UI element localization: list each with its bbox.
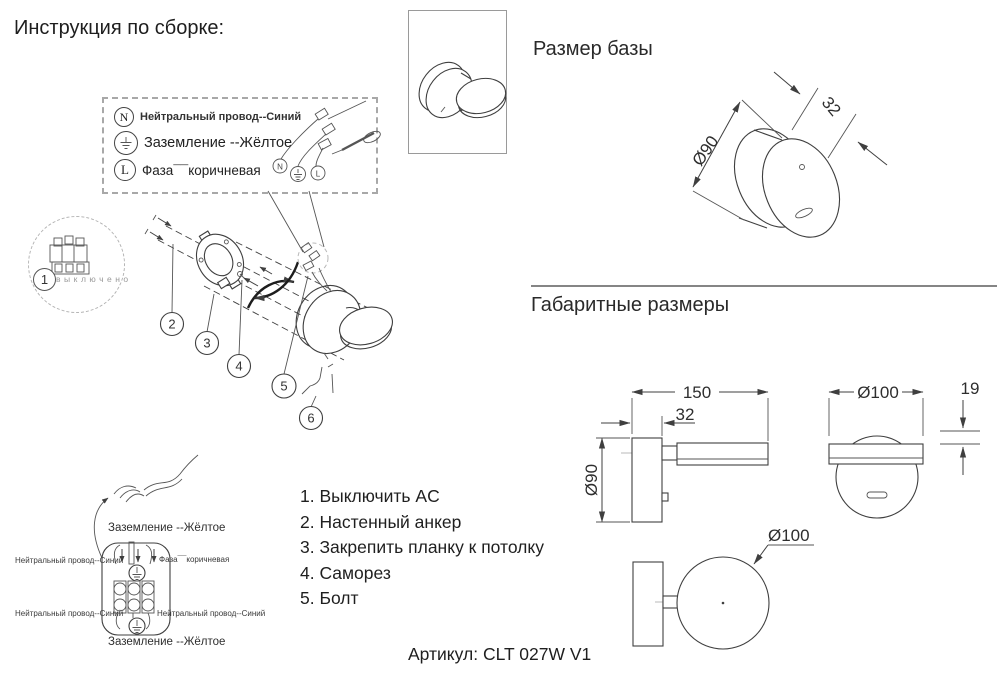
breaker-step-circle: 1 выключено (28, 216, 128, 313)
neutral-symbol: N (114, 107, 134, 127)
base-size-drawing: Ø90 32 (688, 71, 888, 238)
step-item-1: 1. Выключить AC (300, 486, 440, 506)
callout-6: 6 (307, 411, 314, 426)
legend-wires-drawing: N L (272, 100, 381, 182)
terminal-bottom-left-label: Нейтральный провод--Синий (15, 609, 124, 618)
base-diameter-dim: Ø90 (688, 132, 722, 169)
section-divider (531, 285, 997, 287)
legend-row-neutral: N Нейтральный провод--Синий (114, 107, 301, 127)
legend-row-phase: L Фаза¯¯коричневая (114, 159, 261, 181)
base-depth-dim: 32 (818, 93, 845, 120)
side-depth-dim: 32 (676, 405, 695, 424)
callout-4: 4 (235, 359, 242, 374)
terminal-block-drawing (93, 454, 199, 636)
top-diameter-dim: Ø100 (768, 526, 810, 545)
product-lamp-drawing (418, 61, 507, 119)
terminal-top-label: Заземление --Жёлтое (108, 522, 226, 534)
page-title: Инструкция по сборке: (14, 17, 225, 39)
phase-symbol: L (114, 159, 136, 181)
side-length-dim: 150 (683, 383, 711, 402)
step-item-5: 5. Болт (300, 588, 359, 608)
step-item-4: 4. Саморез (300, 562, 391, 583)
svg-text:N: N (277, 163, 283, 172)
side-view-drawing: 150 32 Ø90 (582, 383, 769, 523)
terminal-bottom-right-label: Нейтральный провод--Синий (157, 609, 266, 618)
front-diameter-dim: Ø100 (857, 383, 899, 402)
breaker-off-label: выключено (56, 274, 132, 284)
front-thickness-dim: 19 (961, 379, 980, 398)
article-number: Артикул: CLT 027W V1 (408, 644, 592, 664)
terminal-left-label: Нейтральный провод--Синий (15, 556, 124, 565)
terminal-bottom-label: Заземление --Жёлтое (108, 636, 226, 648)
top-view-drawing: Ø100 (632, 526, 814, 650)
ground-icon (114, 131, 138, 155)
breaker-icon (49, 235, 90, 275)
terminal-wiring-diagram: Заземление --Жёлтое Нейтральный провод--… (10, 450, 300, 665)
svg-text:L: L (316, 170, 321, 179)
callout-5: 5 (280, 379, 287, 394)
product-image-box (408, 10, 507, 154)
step-item-3: 3. Закрепить планку к потолку (300, 537, 545, 557)
step-item-2: 2. Настенный анкер (300, 511, 462, 532)
callout-2: 2 (168, 317, 175, 332)
wiring-legend-box: N Нейтральный провод--Синий Заземление -… (102, 97, 381, 194)
legend-phase-label: Фаза¯¯коричневая (142, 162, 261, 178)
legend-neutral-label: Нейтральный провод--Синий (140, 111, 302, 123)
legend-ground-label: Заземление --Жёлтое (144, 135, 293, 151)
step-1-badge: 1 (33, 268, 56, 291)
callout-3: 3 (203, 336, 210, 351)
exploded-view-drawing: 2 3 4 5 6 (144, 190, 393, 431)
base-size-heading: Размер базы (533, 38, 653, 60)
terminal-phase-label: Фаза¯¯коричневая (159, 555, 230, 564)
front-view-drawing: Ø100 19 (828, 379, 980, 519)
side-diameter-dim: Ø90 (582, 464, 601, 496)
legend-row-ground: Заземление --Жёлтое (114, 131, 292, 155)
overall-dims-heading: Габаритные размеры (531, 294, 730, 316)
assembly-steps-list: 1. Выключить AC 2. Настенный анкер 3. За… (300, 484, 544, 612)
